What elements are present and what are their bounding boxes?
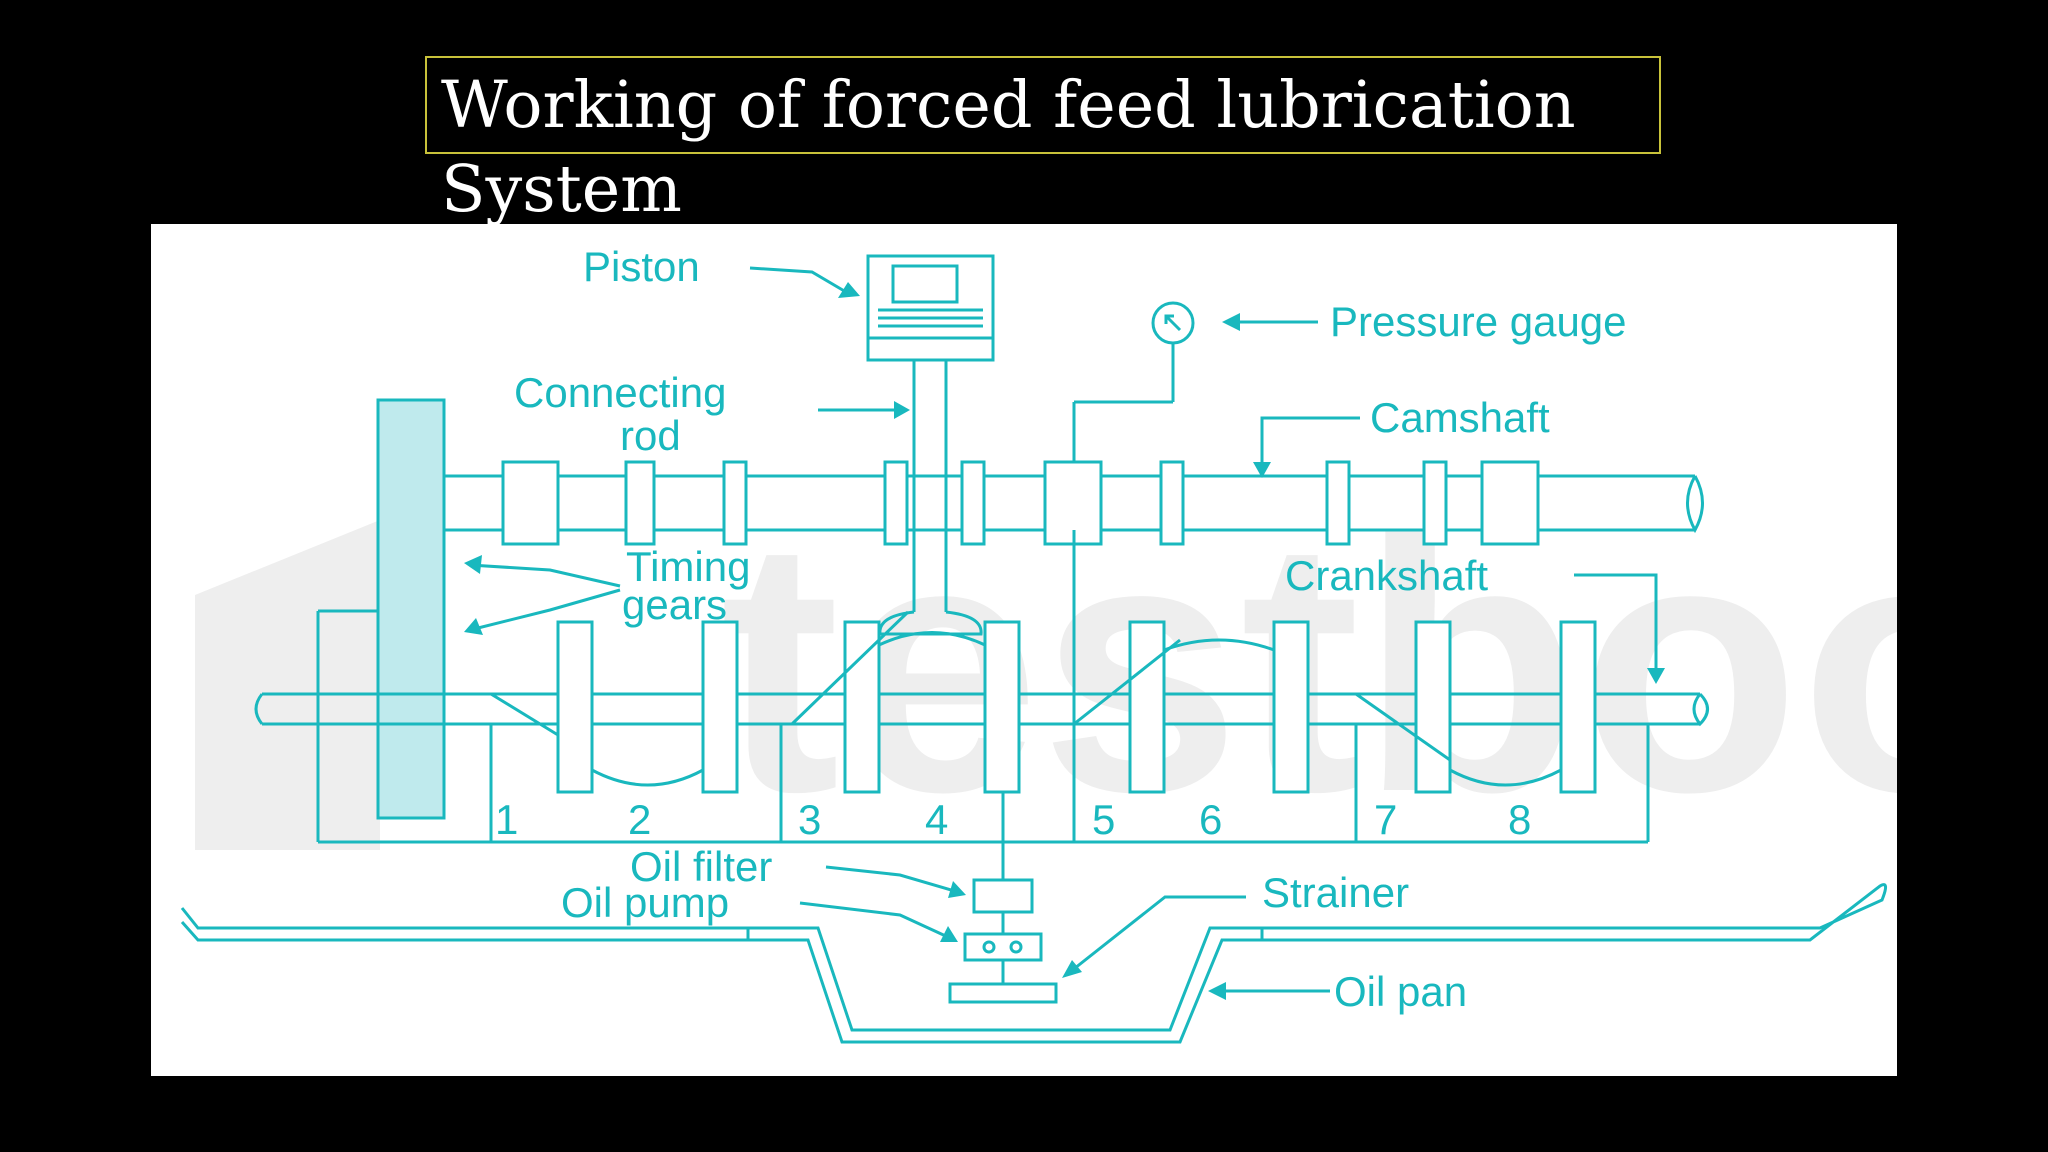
label-strainer: Strainer [1262, 869, 1409, 916]
leader-lines [469, 266, 1658, 993]
arrow-heads [464, 282, 1665, 1000]
oil-filter [972, 878, 1034, 914]
oil-gallery [316, 530, 1650, 880]
label-timing-gears-line2: gears [622, 581, 727, 628]
bearing-number: 3 [798, 796, 821, 843]
oil-pan [180, 883, 1887, 1044]
piston [866, 254, 995, 362]
label-pressure-gauge: Pressure gauge [1330, 298, 1627, 345]
lubrication-diagram: testbook [151, 224, 1897, 1076]
pressure-gauge [1072, 301, 1195, 462]
label-oil-pump: Oil pump [561, 879, 729, 926]
strainer [948, 982, 1058, 1004]
label-camshaft: Camshaft [1370, 394, 1550, 441]
bearing-number: 1 [495, 796, 518, 843]
label-oil-pan: Oil pan [1334, 968, 1467, 1015]
bearing-number: 6 [1199, 796, 1222, 843]
label-crankshaft: Crankshaft [1285, 552, 1488, 599]
bearing-number: 5 [1092, 796, 1115, 843]
bearing-number: 8 [1508, 796, 1531, 843]
slide-title: Working of forced feed lubrication Syste… [441, 68, 1576, 227]
label-connecting-rod-line2: rod [620, 412, 681, 459]
camshaft [444, 460, 1704, 546]
label-connecting-rod-line1: Connecting [514, 369, 726, 416]
title-box [425, 56, 1661, 154]
watermark-logo [195, 520, 380, 850]
bearing-number: 2 [628, 796, 651, 843]
diagram-svg: testbook [180, 243, 1897, 1044]
bearing-number: 4 [925, 796, 948, 843]
label-timing-gears-line1: Timing [626, 543, 750, 590]
crankshaft [254, 620, 1709, 794]
label-piston: Piston [583, 243, 700, 290]
timing-gear [376, 398, 446, 820]
oil-pump [963, 932, 1043, 962]
label-oil-filter: Oil filter [630, 843, 772, 890]
bearing-number: 7 [1374, 796, 1397, 843]
